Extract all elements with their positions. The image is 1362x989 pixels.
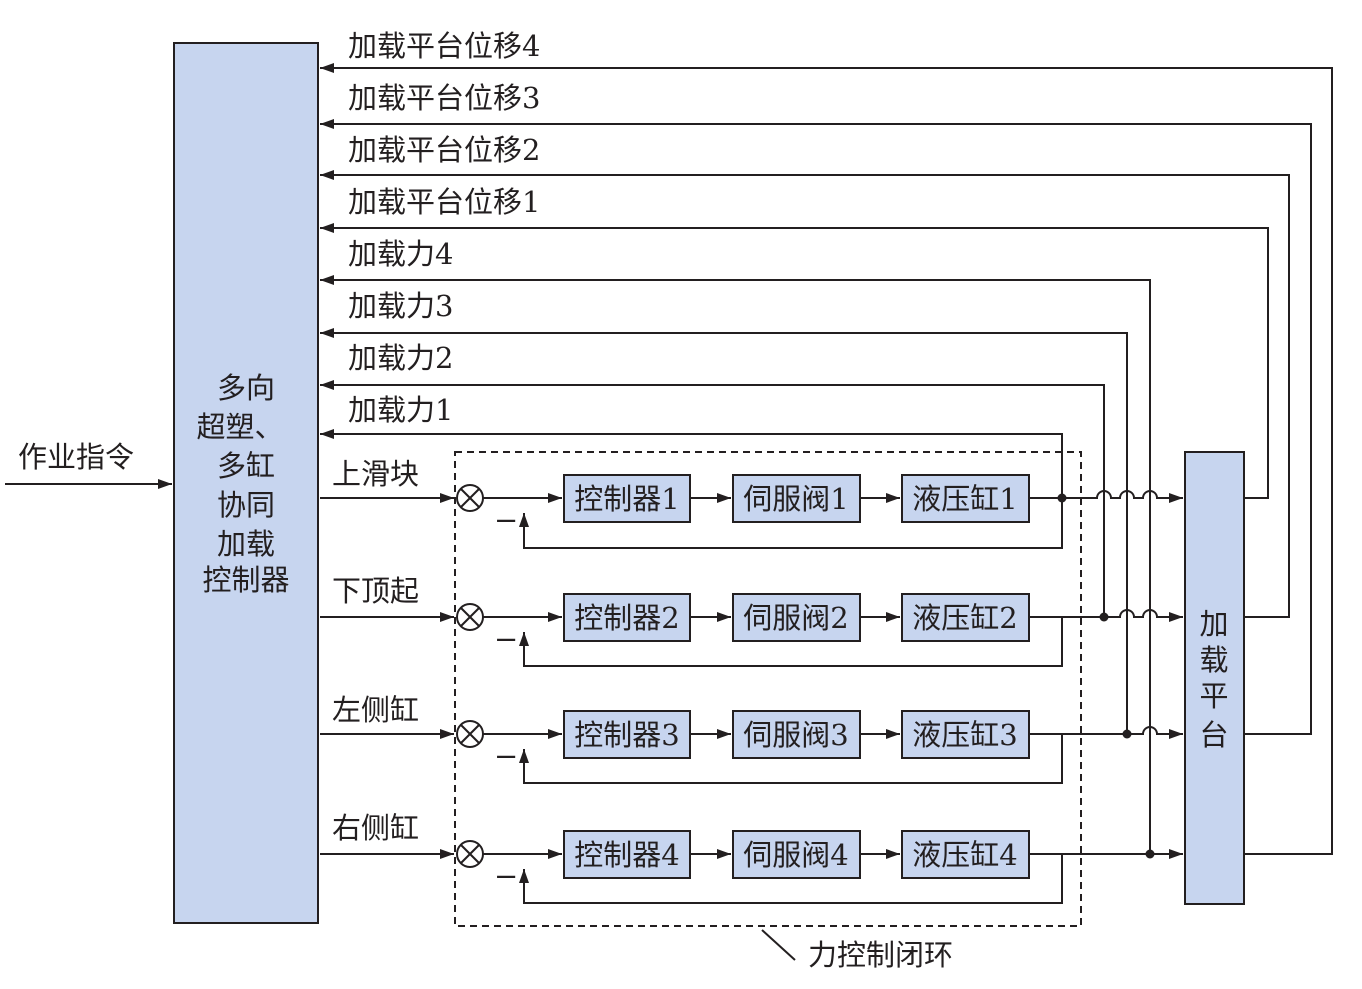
output-line [1029,490,1183,503]
controller-label: 多向 超塑、 多缸 协同 加载 控制器 [196,371,289,597]
feedback-line-force-1 [320,429,1063,498]
controller-label: 控制器2 [574,601,679,635]
channel-1: 上滑块 控制器1 伺服阀1 液压缸1 − [320,457,1183,549]
command-label: 上滑块 [332,457,419,491]
feedback-label: 加载力1 [348,393,453,427]
hydraulic-cylinder-block [901,474,1030,523]
loading-platform-block [1184,451,1245,905]
feedback-label: 加载力3 [348,289,453,323]
minus-sign: − [494,859,518,893]
output-line [1029,726,1183,739]
servo-valve-label: 伺服阀4 [743,838,848,872]
force-loop-frame [454,451,1082,927]
servo-valve-block [732,474,861,523]
feedback-line-force-4 [320,275,1151,854]
feedback-label: 加载力4 [348,237,453,271]
controller-label-line: 加载 [217,527,275,561]
minus-sign: − [494,622,518,656]
feedback-label: 加载力2 [348,341,453,375]
servo-valve-label: 伺服阀1 [743,482,848,516]
junction-dot [1122,729,1132,739]
channel-3: 左侧缸 控制器3 伺服阀3 液压缸3 − [320,693,1183,784]
command-label: 左侧缸 [332,693,419,727]
controller-label: 控制器1 [574,482,679,516]
feedback-line-force-2 [320,380,1105,617]
output-line [1029,609,1183,622]
junction-dot [1145,849,1155,859]
inner-feedback-line [519,734,1063,784]
feedback-line-displacement-3 [320,119,1312,735]
controller-label-line: 多向 [217,371,275,405]
feedback-label: 加载平台位移4 [348,29,540,63]
platform-label-char: 加 [1199,607,1228,641]
inner-feedback-line [519,854,1063,904]
channel-2: 下顶起 控制器2 伺服阀2 液压缸2 − [320,574,1183,667]
inner-feedback-line [519,617,1063,667]
minus-sign: − [494,739,518,773]
hydraulic-cylinder-label: 液压缸2 [912,601,1017,635]
platform-label: 加 载 平 台 [1199,607,1228,752]
controller-block [563,593,691,642]
minus-sign: − [494,503,518,537]
servo-valve-block [732,710,861,759]
hydraulic-cylinder-block [901,710,1030,759]
hydraulic-cylinder-label: 液压缸4 [912,838,1017,872]
command-label: 右侧缸 [332,811,419,845]
feedback-label: 加载平台位移1 [348,185,540,219]
hydraulic-cylinder-label: 液压缸1 [912,482,1017,516]
feedback-label: 加载平台位移2 [348,133,540,167]
servo-valve-block [732,830,861,879]
feedback-label: 加载平台位移3 [348,81,540,115]
feedback-labels: 加载平台位移4 加载平台位移3 加载平台位移2 加载平台位移1 加载力4 加载力… [348,29,540,427]
feedback-line-displacement-2 [320,170,1290,618]
controller-label-line: 控制器 [202,563,289,597]
controller-label-line: 多缸 [217,449,275,483]
command-label: 下顶起 [332,574,419,608]
controller-label-line: 超塑、 [196,410,283,444]
feedback-line-displacement-1 [320,223,1269,499]
feedback-line-force-3 [320,328,1128,734]
feedback-line-displacement-4 [320,63,1333,855]
multi-cylinder-controller-block [173,42,319,924]
junction-dot [1099,612,1109,622]
channel-4: 右侧缸 控制器4 伺服阀4 液压缸4 − [320,811,1183,904]
platform-label-char: 平 [1199,679,1228,713]
servo-valve-label: 伺服阀3 [743,718,848,752]
inner-feedback-line [519,498,1063,549]
servo-valve-block [732,593,861,642]
servo-valve-label: 伺服阀2 [743,601,848,635]
controller-label: 控制器4 [574,838,679,872]
feedback-lines [320,63,1333,855]
loop-label: 力控制闭环 [808,938,953,972]
controller-block [563,474,691,523]
controller-label-line: 协同 [217,488,275,522]
loop-leader-line [761,929,796,961]
platform-label-char: 台 [1199,718,1228,752]
input-label: 作业指令 [18,440,134,474]
hydraulic-cylinder-block [901,830,1030,879]
hydraulic-cylinder-block [901,593,1030,642]
hydraulic-cylinder-label: 液压缸3 [912,718,1017,752]
platform-label-char: 载 [1199,643,1228,677]
controller-label: 控制器3 [574,718,679,752]
